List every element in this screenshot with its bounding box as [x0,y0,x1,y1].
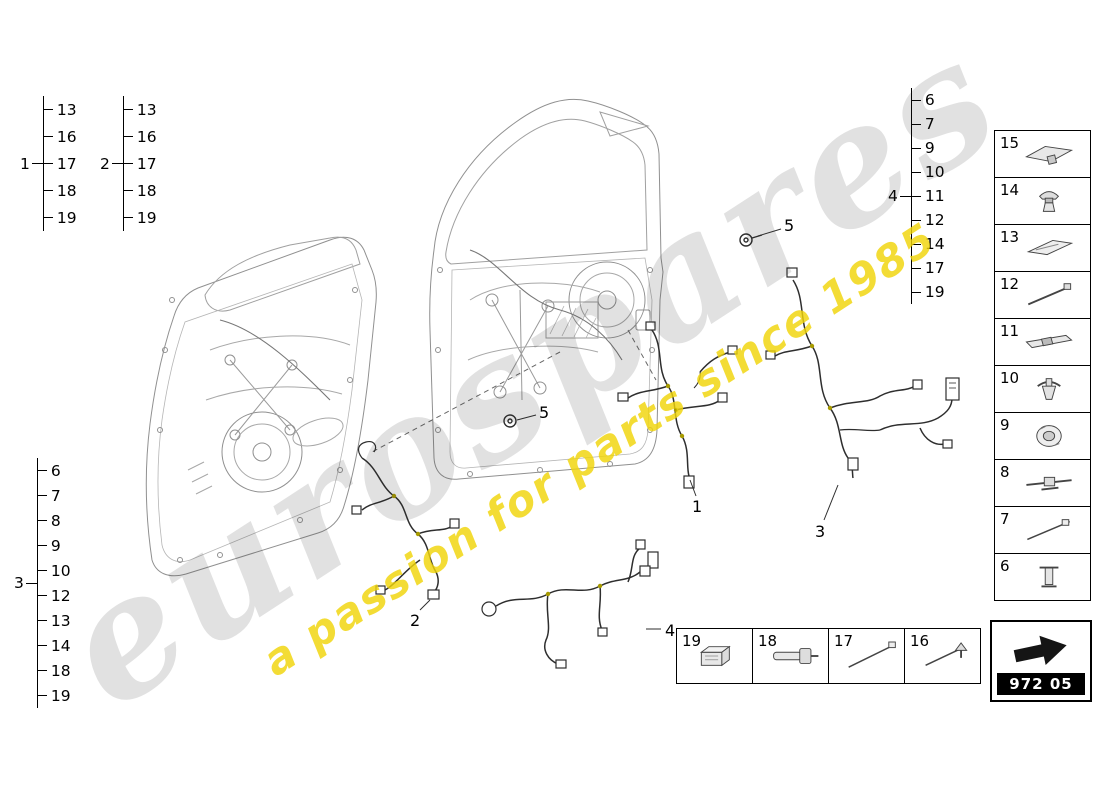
round-grommet-icon [1022,420,1076,452]
group-4-label[interactable]: 4 [888,187,898,205]
callout-item[interactable]: 6 [911,88,945,112]
callout-item[interactable]: 19 [37,683,71,708]
callout-5-upper[interactable]: 5 [784,216,795,235]
group-1-dash [31,163,43,164]
parts-column: 15 14 13 12 11 [994,130,1091,601]
callout-item[interactable]: 17 [911,256,945,280]
callout-5-mid[interactable]: 5 [539,403,550,422]
callout-item[interactable]: 17 [123,150,157,177]
group-3-items: 6 7 8 9 10 12 13 14 18 19 [36,458,71,708]
callout-item[interactable]: 10 [911,160,945,184]
part-cell-18[interactable]: 18 [752,629,828,683]
part-cell-19[interactable]: 19 [677,629,752,683]
part-code-label: 972 05 [997,673,1085,695]
fir-tree-tie-icon [920,637,976,675]
callout-item[interactable]: 12 [911,208,945,232]
part-cell-6[interactable]: 6 [995,553,1090,600]
connector-housing-icon [692,637,748,675]
flat-clip-icon [1022,232,1076,264]
bracket-clip-icon [1022,326,1076,358]
callout-item[interactable]: 7 [37,483,71,508]
callout-item[interactable]: 8 [37,508,71,533]
group-2-dash [111,163,123,164]
callout-3[interactable]: 3 [815,522,826,541]
callout-item[interactable]: 19 [43,204,77,231]
cable-tie-icon [1022,514,1076,546]
part-cell-16[interactable]: 16 [904,629,980,683]
callout-item[interactable]: 11 [911,184,945,208]
callout-group-3: 3 6 7 8 9 10 12 13 14 18 19 [14,458,71,708]
harness-holder-icon [1022,561,1076,593]
cable-tie-long-icon [844,637,900,675]
harness-2-art [351,441,460,611]
wing-grommet-icon [1022,373,1076,405]
callout-item[interactable]: 19 [911,280,945,304]
arrow-icon [1001,627,1081,671]
callout-item[interactable]: 12 [37,583,71,608]
callout-item[interactable]: 14 [911,232,945,256]
callout-4[interactable]: 4 [665,621,676,640]
part-cell-7[interactable]: 7 [995,506,1090,553]
callout-item[interactable]: 14 [37,633,71,658]
front-door-art [429,98,664,480]
part-cell-14[interactable]: 14 [995,177,1090,224]
callout-item[interactable]: 18 [43,177,77,204]
harness-4-art [481,539,661,669]
group-3-dash [25,582,37,584]
part-cell-12[interactable]: 12 [995,271,1090,318]
harness-1-art [617,321,738,497]
group-3-label[interactable]: 3 [14,574,24,592]
part-cell-11[interactable]: 11 [995,318,1090,365]
trim-clip-icon [1022,138,1076,170]
ring-terminal-icons [503,228,782,428]
callout-item[interactable]: 16 [43,123,77,150]
callout-item[interactable]: 7 [911,112,945,136]
harness-3-art [765,267,960,521]
callout-group-4: 4 6 7 9 10 11 12 14 17 19 [888,88,945,304]
callout-item[interactable]: 9 [37,533,71,558]
callout-item[interactable]: 13 [123,96,157,123]
part-cell-8[interactable]: 8 [995,459,1090,506]
callout-item[interactable]: 18 [123,177,157,204]
callout-item[interactable]: 16 [123,123,157,150]
group-1-label[interactable]: 1 [20,154,30,173]
callout-item[interactable]: 13 [43,96,77,123]
group-4-dash [899,195,911,197]
callout-item[interactable]: 6 [37,458,71,483]
part-cell-10[interactable]: 10 [995,365,1090,412]
part-cell-13[interactable]: 13 [995,224,1090,271]
group-1-items: 13 16 17 18 19 [42,96,77,231]
part-code-box: 972 05 [990,620,1092,702]
callout-2[interactable]: 2 [410,611,421,630]
callout-item[interactable]: 18 [37,658,71,683]
callout-group-2: 2 13 16 17 18 19 [100,96,157,231]
callout-item[interactable]: 10 [37,558,71,583]
callout-item[interactable]: 13 [37,608,71,633]
rear-door-art [145,236,377,577]
expanding-rivet-icon [1022,185,1076,217]
parts-row: 19 18 17 16 [676,628,981,684]
callout-item[interactable]: 17 [43,150,77,177]
callout-item[interactable]: 9 [911,136,945,160]
callout-1[interactable]: 1 [692,497,703,516]
part-cell-17[interactable]: 17 [828,629,904,683]
callout-group-1: 1 13 16 17 18 19 [20,96,77,231]
callout-item[interactable]: 19 [123,204,157,231]
group-2-label[interactable]: 2 [100,154,110,173]
cable-clip-icon [768,637,824,675]
group-4-items: 6 7 9 10 11 12 14 17 19 [910,88,945,304]
part-cell-9[interactable]: 9 [995,412,1090,459]
tie-mount-icon [1022,467,1076,499]
part-cell-15[interactable]: 15 [995,131,1090,177]
construction-lines [371,329,657,453]
group-2-items: 13 16 17 18 19 [122,96,157,231]
cable-tie-pin-icon [1022,279,1076,311]
